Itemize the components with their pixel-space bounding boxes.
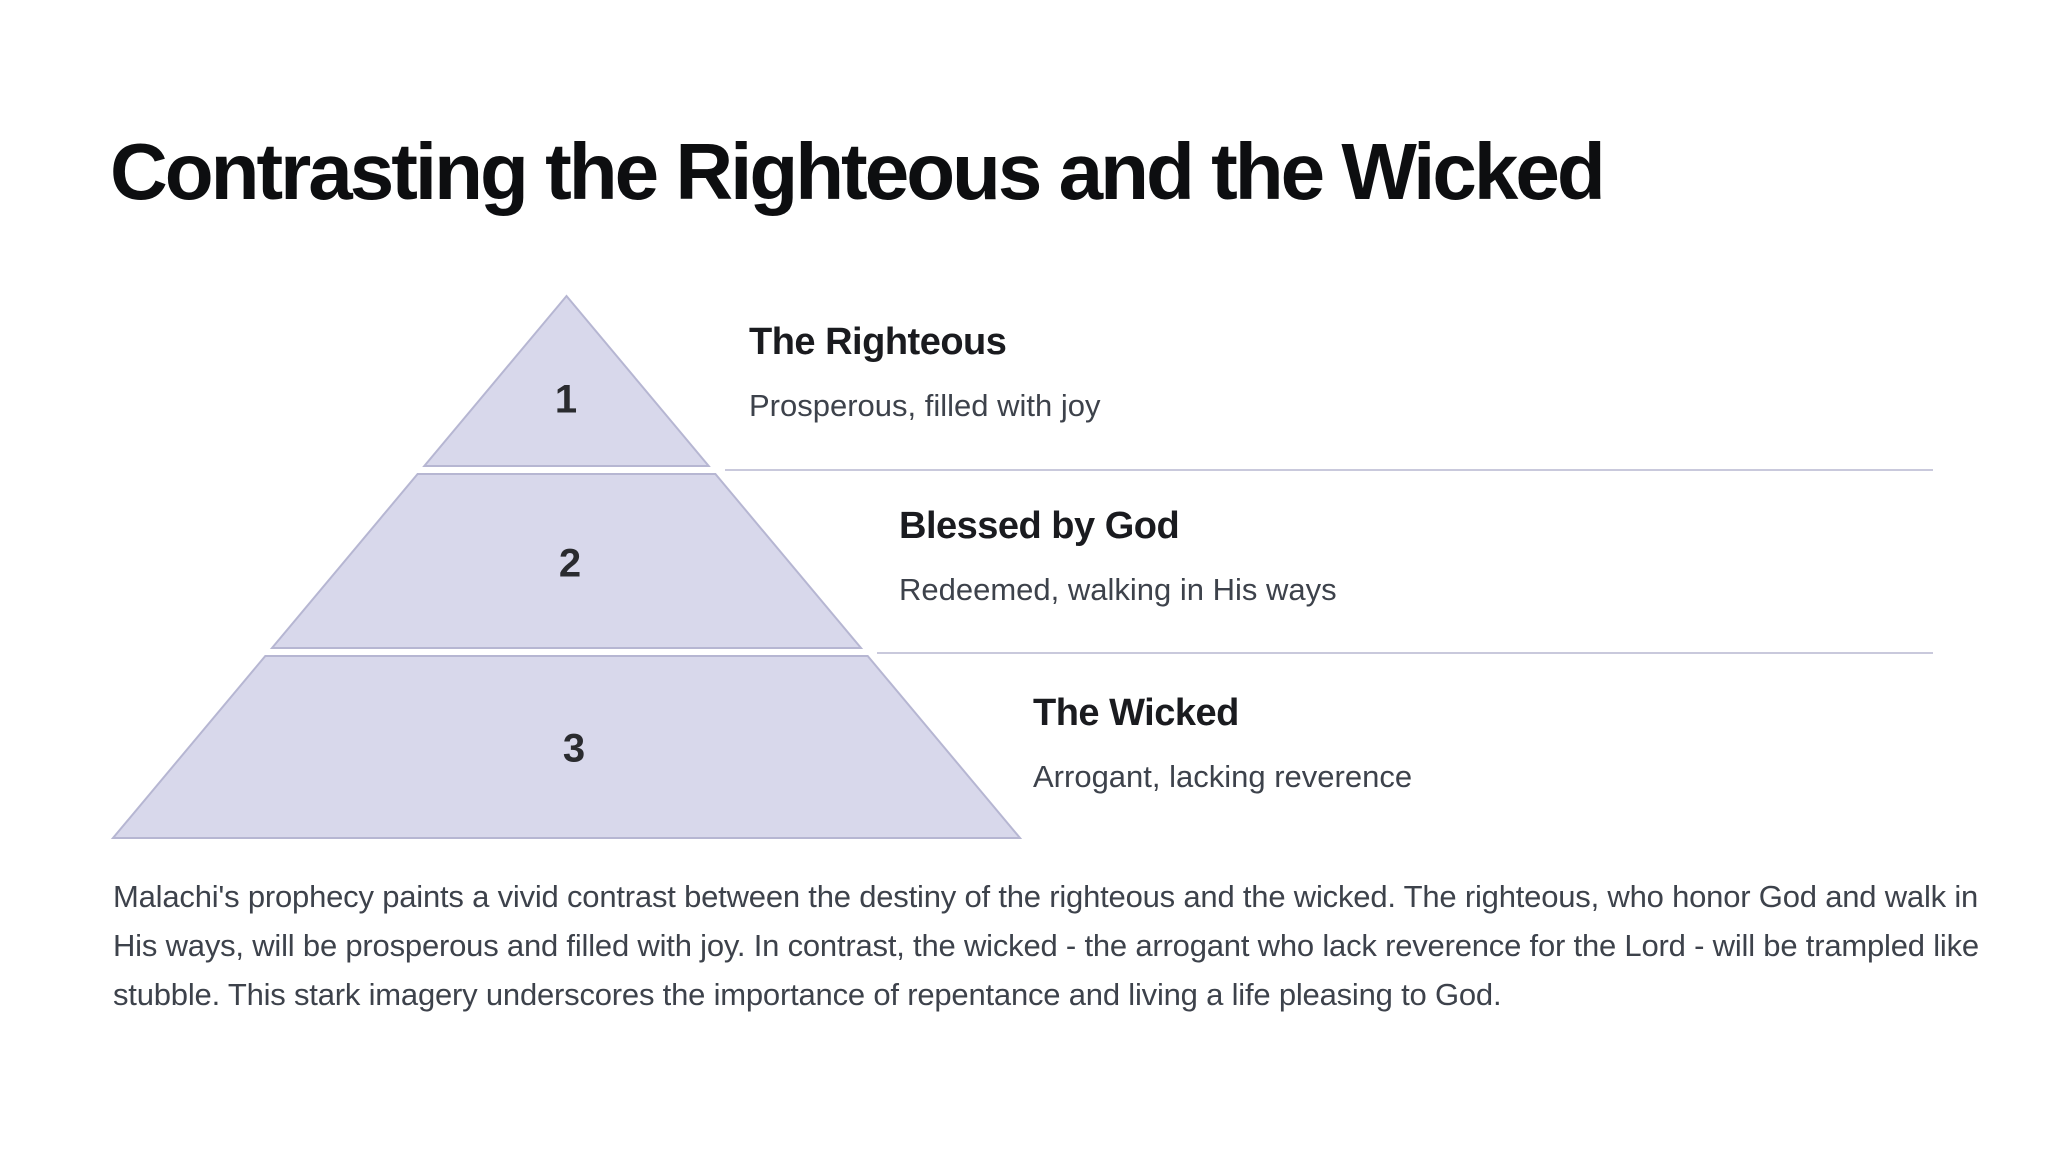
tier-1-description: Prosperous, filled with joy bbox=[749, 388, 1101, 423]
tier-2-description: Redeemed, walking in His ways bbox=[899, 572, 1337, 607]
tier-3-title: The Wicked bbox=[1033, 692, 1239, 734]
tier-3-description: Arrogant, lacking reverence bbox=[1033, 759, 1413, 794]
tier-3-label-group: The Wicked Arrogant, lacking reverence bbox=[1033, 691, 1412, 795]
pyramid-tier-3-shape bbox=[110, 655, 1023, 839]
page-title: Contrasting the Righteous and the Wicked bbox=[110, 127, 1606, 216]
tier-1-title: The Righteous bbox=[749, 321, 1007, 363]
pyramid-tier-2-shape bbox=[269, 473, 864, 649]
tier-2-title: Blessed by God bbox=[899, 505, 1180, 547]
tier-1-label-group: The Righteous Prosperous, filled with jo… bbox=[749, 320, 1101, 424]
summary-paragraph: Malachi's prophecy paints a vivid contra… bbox=[113, 879, 1979, 1012]
tier-2-number: 2 bbox=[558, 541, 582, 586]
tier-2-label-group: Blessed by God Redeemed, walking in His … bbox=[899, 504, 1337, 608]
tier-1-number: 1 bbox=[554, 377, 578, 422]
tier-3-number: 3 bbox=[562, 726, 586, 771]
pyramid-tier-1-shape bbox=[422, 294, 711, 467]
